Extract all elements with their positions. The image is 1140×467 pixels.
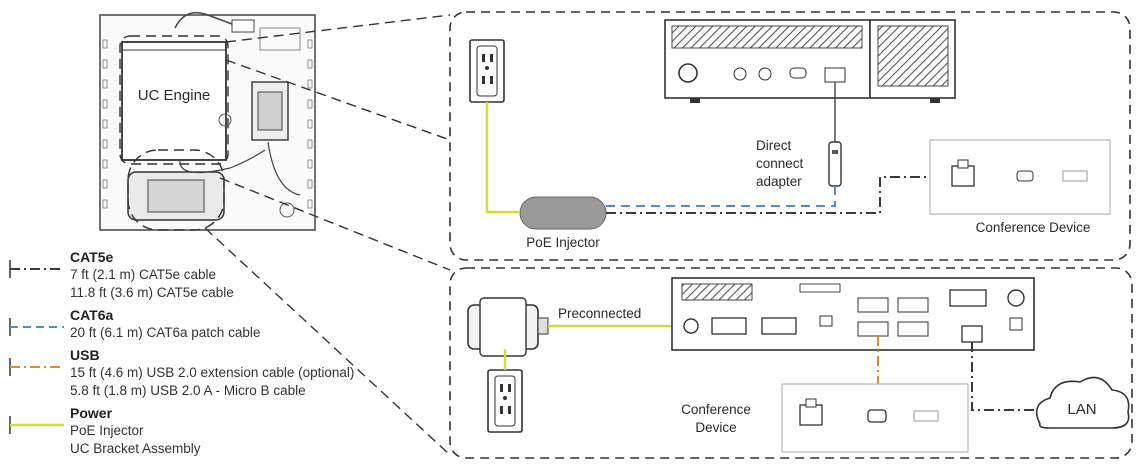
legend-cat5e-title: CAT5e [70, 249, 114, 265]
uc-engine-pc-top [664, 19, 956, 103]
preconnected-label: Preconnected [558, 306, 641, 321]
cat6a-cable-top [606, 186, 836, 207]
wall-outlet-top [469, 39, 505, 103]
legend-power-title: Power [70, 405, 113, 421]
conference-device-bottom-label-1: Conference [681, 402, 751, 417]
legend-cat5e-item-1: 7 ft (2.1 m) CAT5e cable [70, 267, 217, 282]
cat5e-cable-top [606, 176, 945, 214]
conference-device-bottom-label-2: Device [695, 420, 736, 435]
poe-injector [519, 196, 607, 230]
uc-engine-label: UC Engine [138, 87, 211, 104]
legend-cat5e-swatch [9, 260, 64, 278]
legend-usb-title: USB [70, 347, 100, 363]
legend-cat6a-title: CAT6a [70, 307, 114, 323]
conference-device-bottom [781, 383, 969, 453]
direct-connect-label-2: connect [756, 156, 804, 171]
uc-bracket-assembly [99, 11, 316, 231]
uc-engine-pc-rear [671, 277, 1035, 351]
conference-device-top-label: Conference Device [976, 220, 1091, 235]
legend-cat6a-swatch [9, 318, 64, 336]
bottom-callout-box [449, 267, 1133, 459]
usb-hub-bottom [467, 297, 549, 357]
cat5e-cable-lan [971, 342, 1040, 411]
poe-injector-label: PoE Injector [526, 235, 600, 250]
wall-outlet-bottom [487, 369, 523, 433]
power-cable-top [485, 102, 520, 214]
conference-device-top [929, 139, 1111, 215]
lan-cloud-icon [1035, 376, 1130, 429]
legend-cat6a: CAT6a 20 ft (6.1 m) CAT6a patch cable [8, 306, 448, 346]
callout-leader-lines [204, 14, 451, 456]
lan-label: LAN [1067, 401, 1096, 418]
legend-usb: USB 15 ft (4.6 m) USB 2.0 extension cabl… [8, 346, 448, 404]
legend-power-swatch [9, 416, 64, 434]
legend-usb-item-2: 5.8 ft (1.8 m) USB 2.0 A - Micro B cable [70, 383, 306, 398]
legend-power: Power PoE Injector UC Bracket Assembly [8, 404, 448, 460]
legend-usb-swatch [9, 358, 64, 376]
legend-cat6a-item-1: 20 ft (6.1 m) CAT6a patch cable [70, 325, 261, 340]
legend-cat5e-item-2: 11.8 ft (3.6 m) CAT5e cable [70, 285, 234, 300]
direct-connect-label-3: adapter [756, 174, 802, 189]
cable-legend: CAT5e 7 ft (2.1 m) CAT5e cable 11.8 ft (… [8, 248, 448, 460]
direct-connect-label-1: Direct [756, 138, 792, 153]
legend-usb-item-1: 15 ft (4.6 m) USB 2.0 extension cable (o… [70, 365, 355, 380]
legend-power-item-1: PoE Injector [70, 423, 144, 438]
legend-cat5e: CAT5e 7 ft (2.1 m) CAT5e cable 11.8 ft (… [8, 248, 448, 306]
top-callout-box [449, 11, 1131, 261]
legend-power-item-2: UC Bracket Assembly [70, 441, 201, 456]
